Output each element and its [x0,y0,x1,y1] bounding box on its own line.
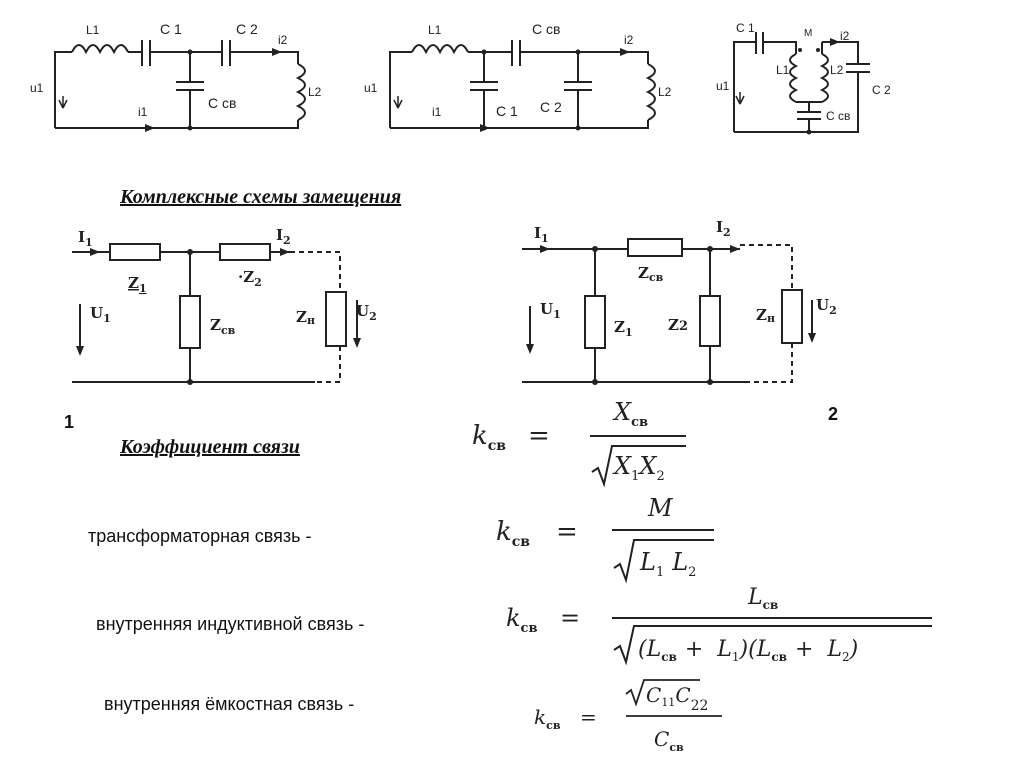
formula-3: kсв = Lсв (Lсв+L1)(Lсв+L2) [506,585,932,666]
circuit-3 [733,32,870,133]
label-i1: i1 [138,105,148,119]
label-I1: I1 [78,228,93,249]
equivalent-2-labels: I1 Zсв I2 U1 Z1 Z2 Zн U2 [534,218,837,339]
equivalent-circuit-2 [522,238,813,383]
label-i2: i2 [624,33,634,47]
formula-2-eq: = [556,517,578,547]
label-C1: C 1 [160,21,182,37]
label-L2: L2 [830,63,844,77]
formula-3-denominator: (Lсв+L1)(Lсв+L2) [638,637,858,664]
equivalent-1-labels: I1 Z1 ·Z2 I2 U1 Zсв Zн U2 [78,226,377,337]
label-transformer-coupling: трансформаторная связь - [88,526,312,546]
label-C2: C 2 [236,21,258,37]
label-Z2: Z2 [668,316,688,334]
label-C2: C 2 [872,83,891,97]
formula-4-numerator: C11C22 [646,683,708,714]
equivalent-circuit-1 [72,243,358,383]
circuit-1-labels: L1 C 1 C 2 i2 L2 u1 i1 С св [30,21,322,119]
formula-1: kсв = Xсв X1X2 [472,398,686,488]
label-i2: i2 [840,29,850,43]
label-Zsv: Zсв [210,316,236,337]
label-capacitive-coupling: внутренняя ёмкостная связь - [104,694,355,714]
formula-1-numerator: Xсв [612,398,648,430]
label-M: M [804,28,812,39]
formula-4-k: kсв [534,705,561,732]
circuit-2-labels: L1 С св i2 L2 u1 i1 С 1 С 2 [364,21,672,119]
label-L2: L2 [308,85,322,99]
label-Z2: ·Z2 [238,268,262,289]
circuit-1 [54,40,306,129]
label-Zn: Zн [296,308,315,327]
heading-coupling-coefficient: Коэффициент связи [120,436,300,458]
label-C2: С 2 [540,99,562,115]
label-U2: U2 [816,296,837,317]
label-u1: u1 [30,81,44,95]
label-Zsv: Zсв [638,264,664,284]
label-u1: u1 [716,79,730,93]
label-inductive-coupling: внутренняя индуктивной связь - [96,614,365,634]
label-C1: С 1 [496,103,518,119]
label-I2: I2 [716,218,731,239]
label-i1: i1 [432,105,442,119]
label-I2: I2 [276,226,291,247]
formula-1-eq: = [528,421,550,451]
circuit-2 [389,40,656,129]
label-Z1: Z1 [614,318,633,339]
label-Csv: С св [208,95,236,111]
label-L1: L1 [776,63,790,77]
label-U2: U2 [356,302,377,323]
label-L1: L1 [86,23,100,37]
label-i2: i2 [278,33,288,47]
formula-3-eq: = [560,604,580,632]
heading-equivalent-schemes: Комплексные схемы замещения [120,186,402,208]
label-Z1: Z1 [128,274,147,295]
circuit-3-labels: C 1 M i2 L1 L2 u1 C 2 C св [716,21,891,123]
formula-1-k: kсв [472,421,506,454]
formula-1-denominator: X1X2 [612,452,665,484]
formula-3-k: kсв [506,604,538,636]
label-L2: L2 [658,85,672,99]
label-U1: U1 [540,300,561,321]
formula-4-denominator: Cсв [654,727,684,754]
formula-2-numerator: M [647,494,674,522]
formula-4: kсв = C11C22 Cсв [534,679,722,754]
scheme-number-2: 2 [828,404,839,424]
formula-4-eq: = [580,705,597,729]
label-Csv: С св [532,21,560,37]
label-U1: U1 [90,304,111,325]
scheme-number-1: 1 [64,412,75,432]
label-C1: C 1 [736,21,755,35]
formula-3-numerator: Lсв [747,585,778,612]
label-Csv: C св [826,109,850,123]
label-u1: u1 [364,81,378,95]
label-I1: I1 [534,224,549,245]
label-Zn: Zн [756,306,775,325]
label-L1: L1 [428,23,442,37]
formula-2-k: kсв [496,517,530,550]
